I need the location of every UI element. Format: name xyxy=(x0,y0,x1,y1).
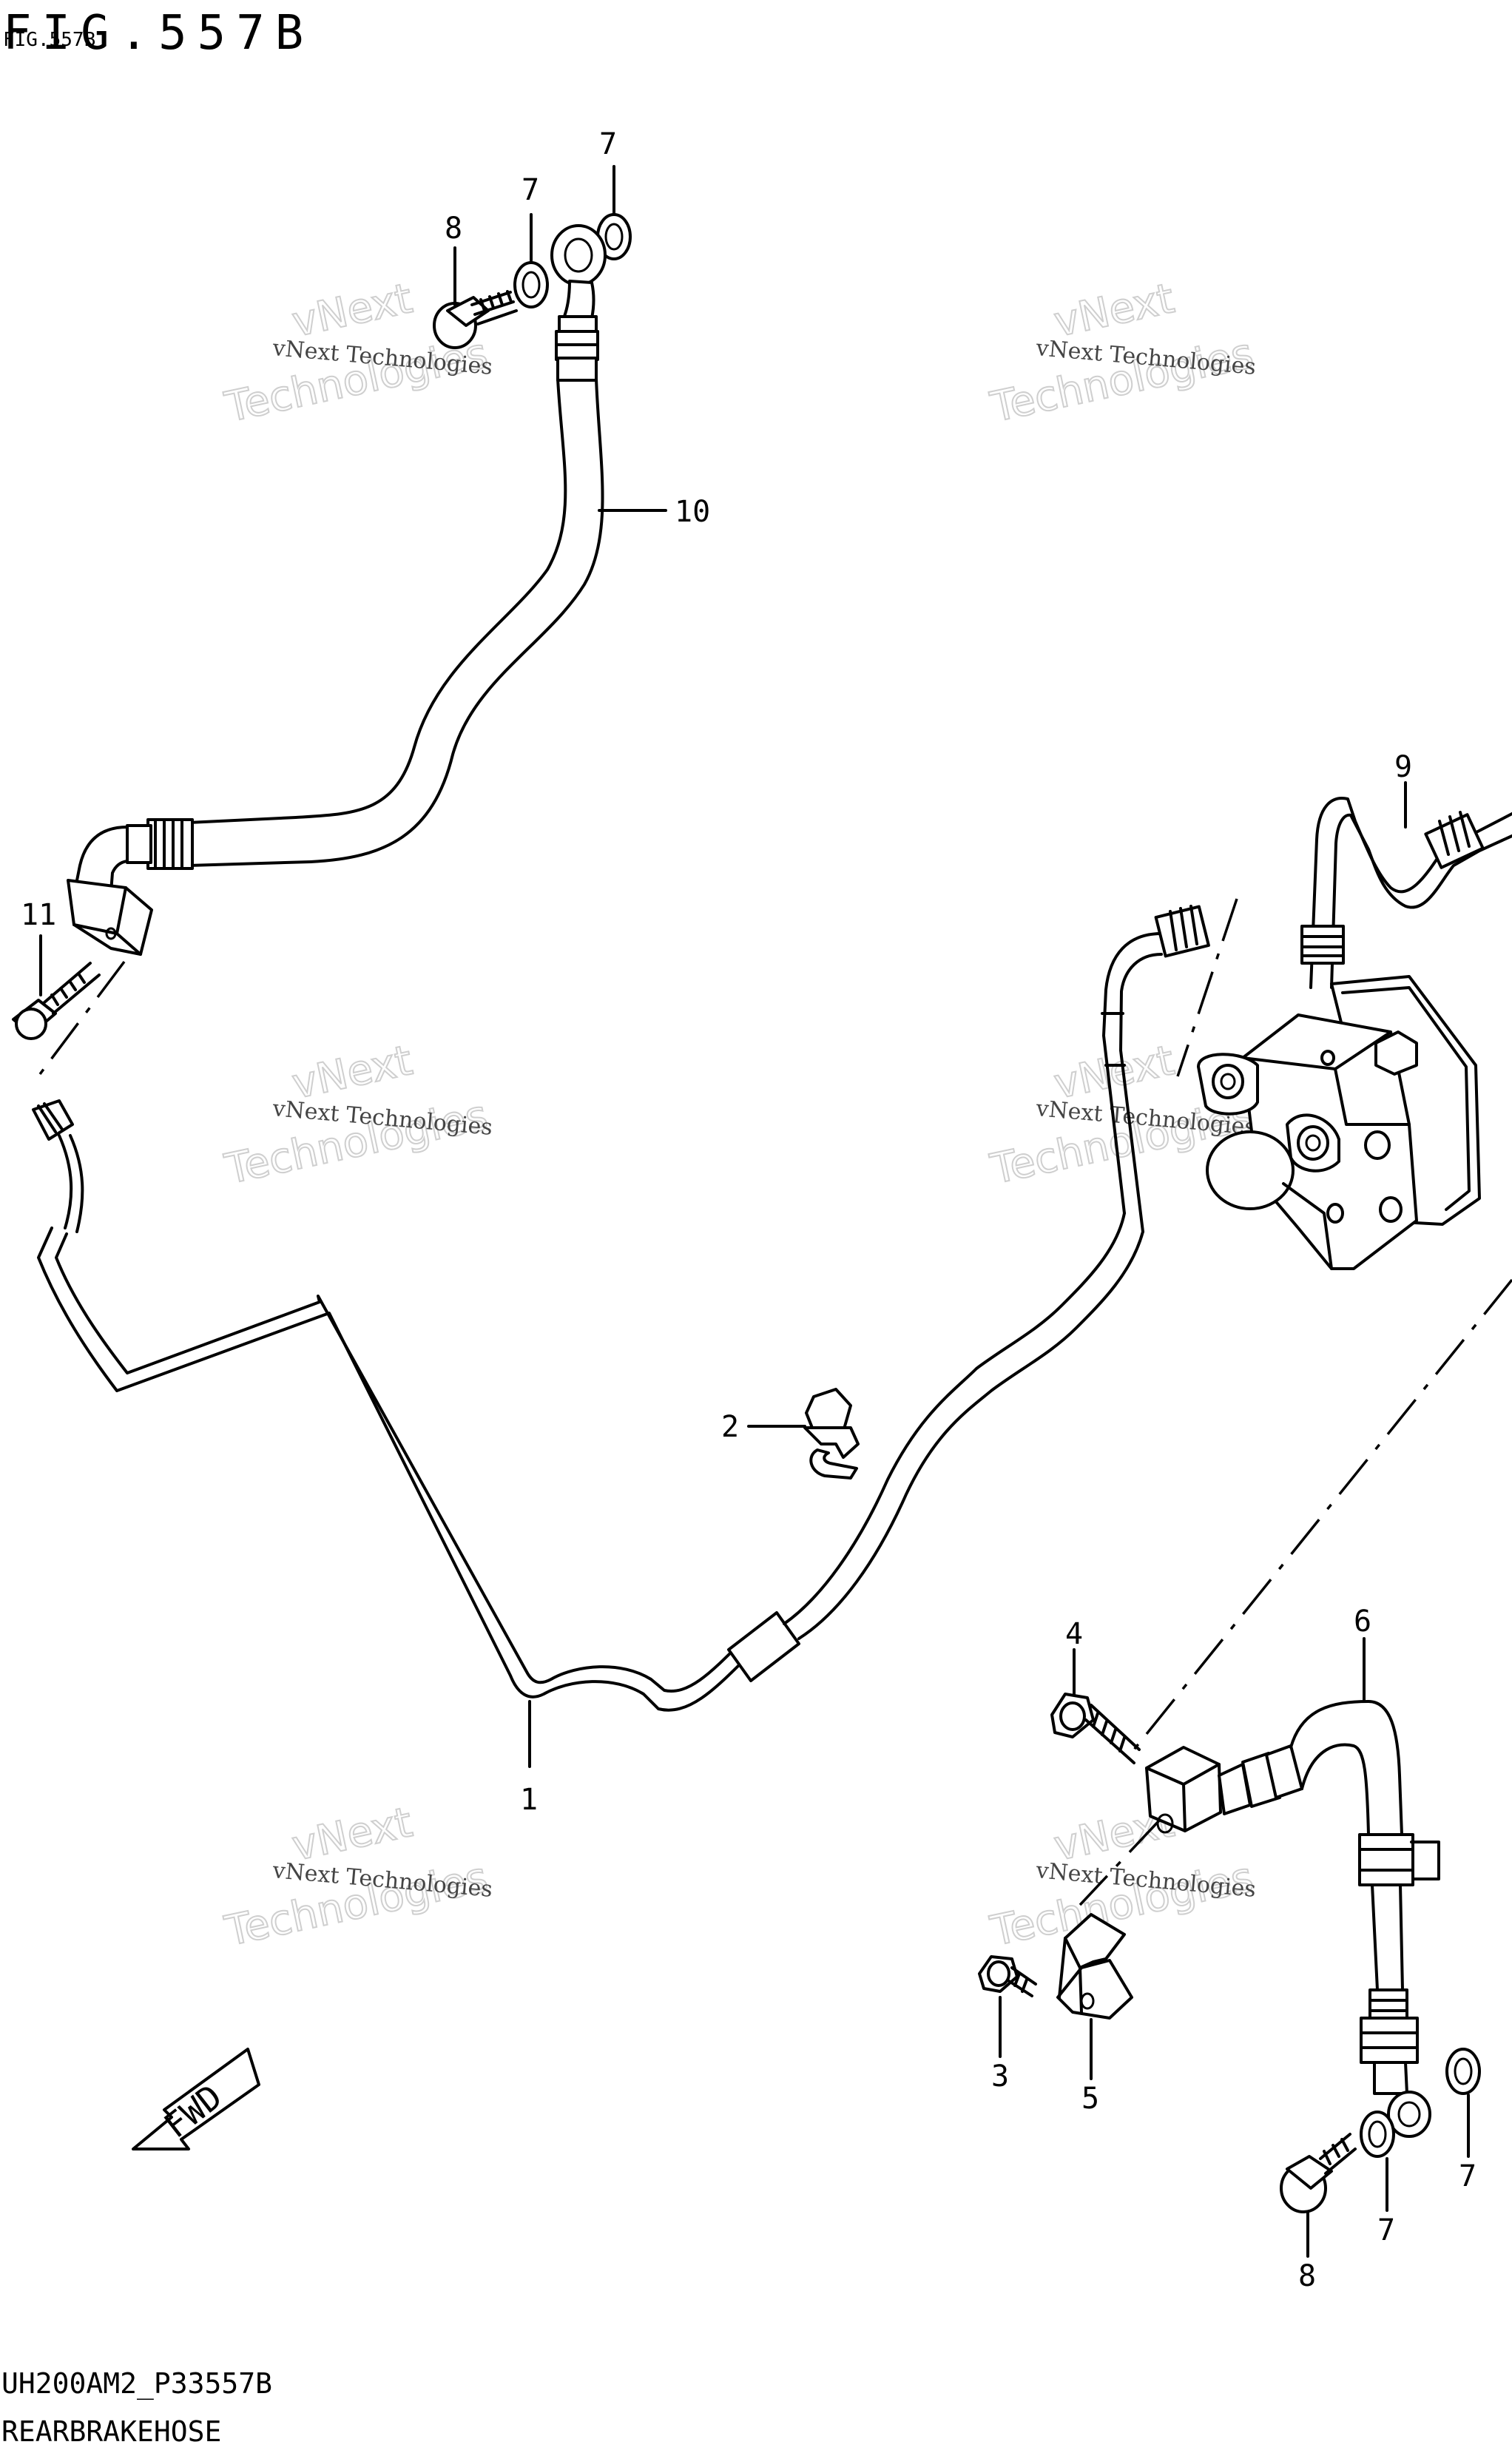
fwd-arrow-icon xyxy=(132,2048,260,2150)
callout-10: 10 xyxy=(675,495,710,529)
callout-2: 2 xyxy=(721,1410,739,1444)
figure-title-overlay: FIG.557B xyxy=(3,29,95,51)
watermark-top-left: Technologies vNext vNext Technologies xyxy=(220,274,493,433)
callout-4: 4 xyxy=(1065,1617,1083,1651)
brake-hose-icon xyxy=(1289,1700,1403,1836)
bolt-4 xyxy=(1050,1693,1141,1764)
pipe-grommet xyxy=(727,1611,800,1682)
figure-title-text: FIG.557B xyxy=(3,6,314,61)
banjo-eye xyxy=(550,224,607,286)
brake-pipe-icon xyxy=(58,1134,73,1229)
watermark-vnext: vNext xyxy=(288,274,416,347)
assembly-line xyxy=(1127,1278,1512,1758)
watermark-bottom-left: Technologies vNext vNext Technologies xyxy=(220,1798,493,1957)
brake-pipe-1 xyxy=(32,905,1210,1712)
banjo-bolt-top xyxy=(433,290,518,349)
callout-3: 3 xyxy=(991,2059,1009,2094)
callout-9: 9 xyxy=(1394,750,1412,784)
sealing-washer-icon xyxy=(1445,2048,1481,2095)
callout-8: 8 xyxy=(1298,2259,1316,2293)
callout-6: 6 xyxy=(1354,1605,1371,1639)
watermark-vnext: vNext xyxy=(288,1036,416,1109)
union-block xyxy=(67,879,153,956)
clamp-icon xyxy=(805,1388,852,1433)
fwd-arrow: FWD xyxy=(132,2048,260,2150)
footer: UH200AM2_P33557B REARBRAKEHOSE xyxy=(1,2367,272,2448)
assembly-line xyxy=(1079,1818,1161,1906)
watermark-vnext: vNext xyxy=(288,1798,416,1871)
banjo-bolt-thread xyxy=(470,290,518,325)
watermark-top-right: Technologies vNext vNext Technologies xyxy=(985,274,1258,433)
callout-5: 5 xyxy=(1081,2082,1099,2116)
banjo-bolt-bottom xyxy=(1280,2133,1357,2213)
brake-hose-10 xyxy=(67,377,604,956)
banjo-fitting-top xyxy=(550,224,607,382)
washer-bottom-2 xyxy=(1445,2048,1481,2095)
callout-11: 11 xyxy=(21,898,56,932)
abs-unit xyxy=(1197,975,1481,1270)
union-block-lower xyxy=(1145,1746,1222,1834)
brake-hose-icon xyxy=(187,377,567,824)
sealing-washer-icon xyxy=(513,261,549,308)
callout-7: 7 xyxy=(599,127,617,161)
callout-7: 7 xyxy=(1459,2159,1476,2193)
callout-7: 7 xyxy=(1377,2213,1395,2247)
bolt-11 xyxy=(12,962,101,1040)
brake-pipe-9 xyxy=(1300,797,1512,989)
washer-top-1 xyxy=(513,261,549,308)
bracket-5 xyxy=(1056,1913,1133,2020)
drawing-caption: REARBRAKEHOSE xyxy=(1,2415,221,2448)
callout-labels: 7 7 8 10 9 11 2 1 4 6 3 5 7 7 8 xyxy=(21,127,1476,2293)
watermark-vnext: vNext xyxy=(1050,274,1178,347)
bolt-3 xyxy=(978,1955,1037,1997)
sealing-washer-icon xyxy=(1360,2111,1395,2158)
figure-title: FIG.557B FIG.557B xyxy=(3,6,314,61)
assembly-line xyxy=(1176,898,1238,1077)
callout-1: 1 xyxy=(520,1783,538,1817)
callout-8: 8 xyxy=(445,212,462,246)
watermark-mid-left: Technologies vNext vNext Technologies xyxy=(220,1036,493,1195)
washer-bottom-1 xyxy=(1360,2111,1395,2158)
callout-7: 7 xyxy=(522,173,539,207)
drawing-code: UH200AM2_P33557B xyxy=(1,2367,272,2401)
assembly-line xyxy=(34,960,126,1082)
clamp-2 xyxy=(803,1388,860,1480)
brake-hose-6 xyxy=(1218,1700,1440,2138)
